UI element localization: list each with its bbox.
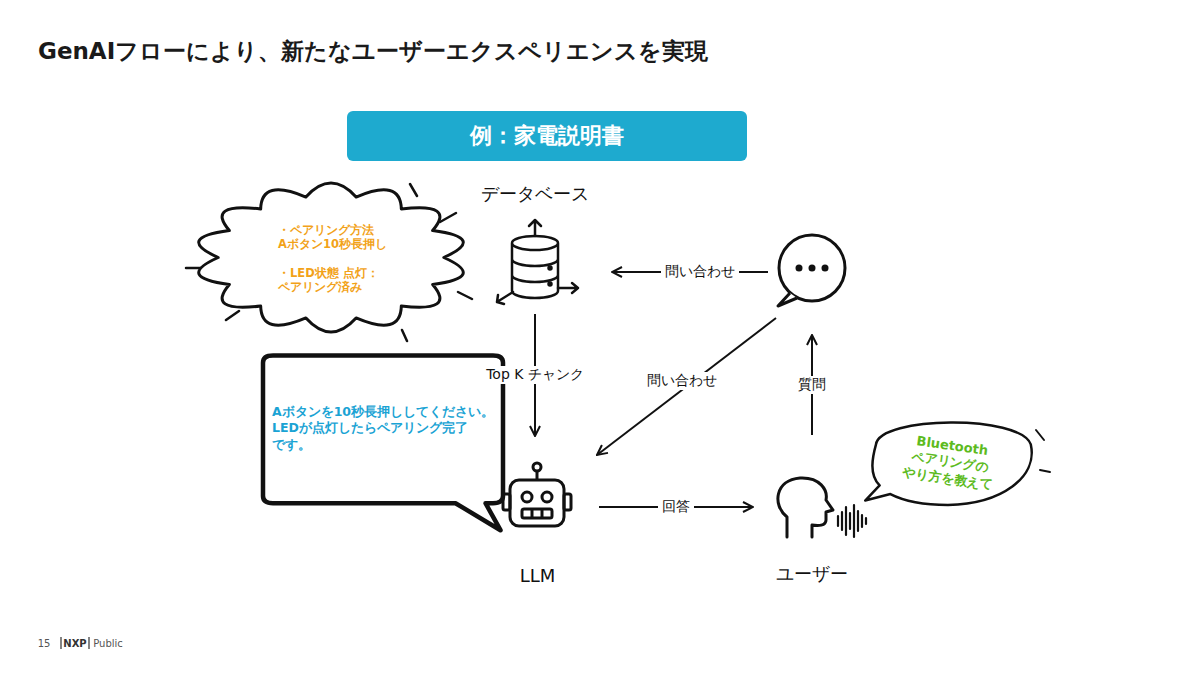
edge-label: Top K チャンク xyxy=(482,366,588,384)
user-node: ユーザー xyxy=(757,470,867,590)
robot-icon xyxy=(532,509,542,518)
question-bubble: Bluetooth ペアリングの やり方を教えて xyxy=(858,412,1038,520)
node-text: Aボタンを10秒長押ししてください。 LEDが点灯したらペアリング完了 です。 xyxy=(272,404,494,453)
chat-icon xyxy=(779,235,845,301)
bubble-accent xyxy=(1036,430,1050,472)
user-head-icon xyxy=(778,478,833,537)
user-head-icon xyxy=(778,478,833,537)
database-icon xyxy=(497,292,513,304)
node-text: ユーザー xyxy=(776,562,848,586)
node-text: ・LED状態 点灯：ペアリング済み xyxy=(278,266,410,295)
voice-wave xyxy=(838,505,866,537)
chat-icon xyxy=(809,265,816,272)
robot-icon xyxy=(522,492,532,502)
answer-bubble-outline xyxy=(263,356,503,531)
burst-callout: ・ペアリング方法 Aボタン10秒長押し・LED状態 点灯：ペアリング済み xyxy=(190,180,472,335)
slide-title: GenAIフローにより、新たなユーザーエクスペリエンスを実現 xyxy=(38,36,708,67)
chat-icon xyxy=(778,293,797,306)
question-bubble-outline xyxy=(865,423,1032,505)
database-icon xyxy=(497,220,578,304)
node-text: LLM xyxy=(520,565,556,586)
chat-icon xyxy=(796,265,803,272)
robot-icon xyxy=(510,480,564,526)
node-text: ・ペアリング方法 Aボタン10秒長押し xyxy=(278,223,410,252)
node-text: データベース xyxy=(481,182,589,206)
arrow-label: 問い合わせ xyxy=(643,372,721,390)
answer-bubble: Aボタンを10秒長押ししてください。 LEDが点灯したらペアリング完了 です。 xyxy=(258,352,508,532)
flow-arrow xyxy=(597,272,812,455)
burst-accent xyxy=(186,184,472,341)
burst-callout-outline xyxy=(199,183,464,332)
bubble-accent xyxy=(1036,430,1050,472)
chat-icon xyxy=(778,235,845,306)
database-icon xyxy=(529,220,541,236)
burst-callout-outline xyxy=(190,180,472,335)
footer-text: Public xyxy=(89,638,127,649)
database-icon xyxy=(549,267,552,270)
database-icon xyxy=(558,283,578,293)
robot-icon xyxy=(542,492,552,502)
edge-label: 回答 xyxy=(658,498,694,516)
flow-arrow xyxy=(597,318,776,455)
arrow-label: 問い合わせ xyxy=(661,263,739,281)
title-banner: 例：家電説明書 xyxy=(347,111,747,161)
database-icon xyxy=(549,283,552,286)
node-text: 例：家電説明書 xyxy=(470,121,624,151)
database-icon xyxy=(512,236,558,298)
robot-icon xyxy=(533,463,541,471)
llm-node: LLM xyxy=(480,440,595,590)
burst-accent xyxy=(186,184,472,341)
voice-wave xyxy=(838,505,866,537)
chat-icon xyxy=(822,265,829,272)
robot-icon xyxy=(522,509,552,518)
database-node: データベース xyxy=(470,180,600,310)
robot-icon xyxy=(564,494,571,510)
footer-text: 15 xyxy=(34,638,55,649)
footer-text: NXP xyxy=(59,638,90,649)
arrow-label: 質問 xyxy=(794,376,830,394)
robot-icon xyxy=(503,463,571,526)
